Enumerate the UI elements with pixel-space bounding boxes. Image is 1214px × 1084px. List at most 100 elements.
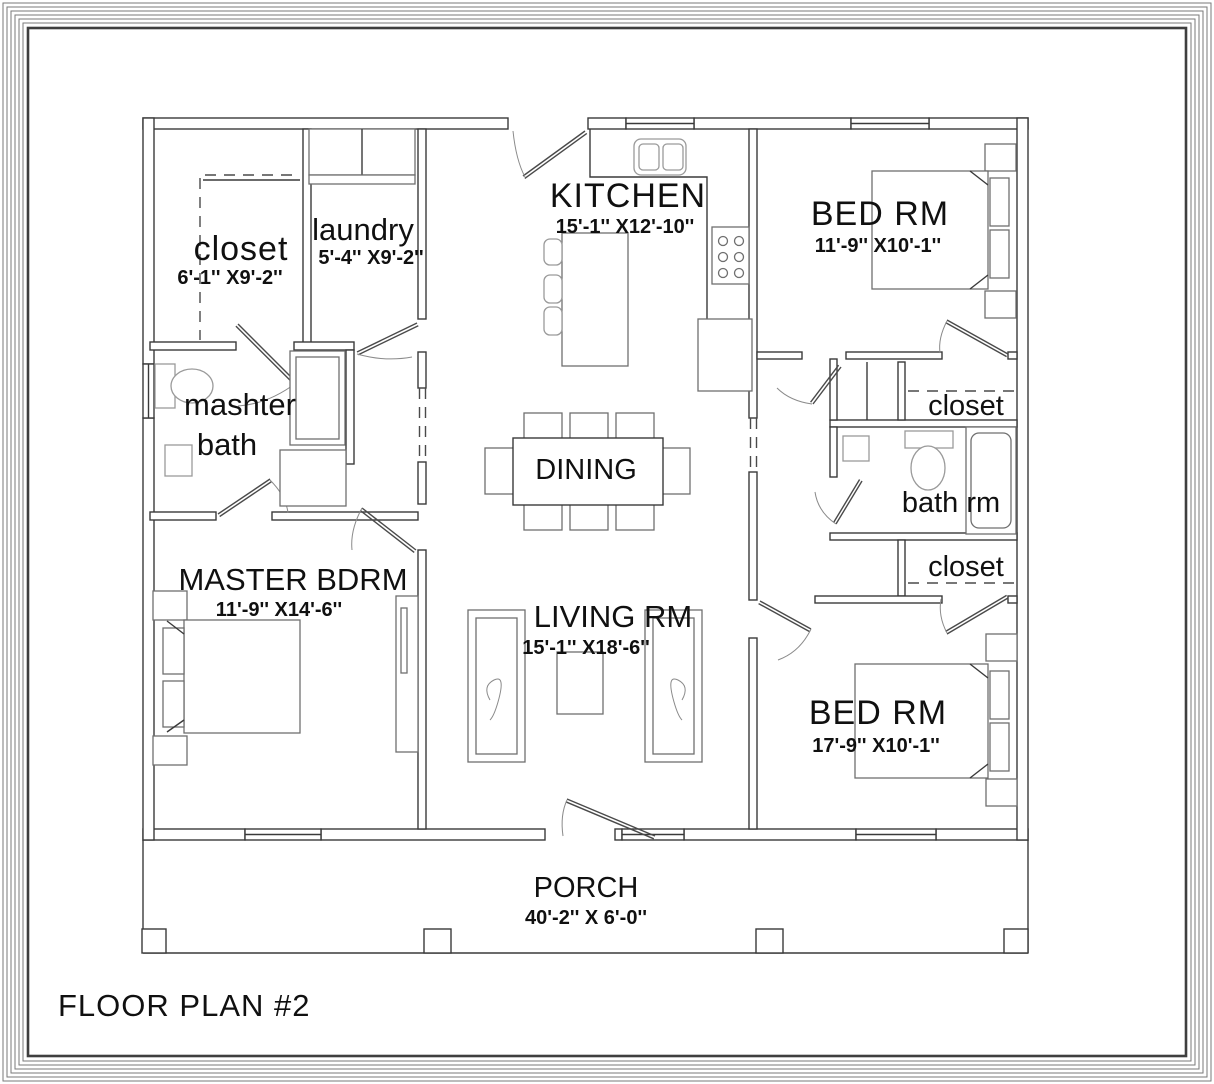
sink-icon — [842, 435, 870, 462]
porch-post — [755, 928, 784, 954]
window-icon — [855, 828, 937, 841]
laundry-dims: 5'-4'' X9'-2'' — [318, 247, 423, 269]
porch-post — [423, 928, 452, 954]
window-icon — [850, 117, 930, 130]
bath-rm-label: bath rm — [902, 487, 1000, 519]
chair-icon — [615, 502, 655, 531]
bath-rm-fixtures — [842, 426, 1017, 535]
bed-rm-bottom-label: BED RM — [809, 694, 947, 732]
nightstand-icon — [152, 590, 188, 621]
kitchen-dims: 15'-1'' X12'-10'' — [556, 216, 695, 238]
bed-icon — [871, 170, 989, 290]
stool-icon — [543, 306, 563, 336]
chair-icon — [484, 447, 516, 495]
bed-rm-bottom-dims: 17'-9'' X10'-1'' — [812, 735, 940, 757]
window-icon — [142, 363, 155, 419]
nightstand-icon — [152, 735, 188, 766]
kitchen-fixtures — [543, 129, 753, 392]
bed-icon — [183, 619, 301, 734]
bedroom2-furniture — [854, 633, 1018, 807]
bathtub-icon — [279, 449, 347, 507]
pillow-icon — [162, 680, 185, 728]
living-rm-label: LIVING RM — [534, 599, 692, 634]
chair-icon — [659, 447, 691, 495]
door-icon — [217, 478, 289, 518]
sheet-title: FLOOR PLAN #2 — [58, 988, 310, 1023]
pillow-icon — [989, 229, 1010, 279]
closet-right-bottom-label: closet — [928, 551, 1004, 583]
pillow-icon — [989, 722, 1010, 772]
refrigerator-icon — [697, 318, 753, 392]
door-icon — [512, 130, 588, 179]
chair-icon — [569, 502, 609, 531]
coffee-table — [556, 651, 604, 715]
porch-post — [141, 928, 167, 954]
exterior-walls — [142, 117, 1029, 841]
door-icon — [356, 322, 419, 360]
bed-rm-top-dims: 11'-9'' X10'-1'' — [815, 235, 941, 257]
stool-icon — [543, 238, 563, 266]
chair-icon — [615, 412, 655, 441]
porch-dims: 40'-2'' X 6'-0'' — [525, 907, 647, 929]
porch-label: PORCH — [534, 872, 639, 904]
window-icon — [625, 117, 695, 130]
nightstand-icon — [985, 778, 1018, 807]
master-bath-label-2: bath — [197, 427, 257, 462]
pillow-icon — [989, 670, 1010, 720]
porch-structure — [141, 840, 1029, 954]
chair-icon — [569, 412, 609, 441]
bed-rm-top-label: BED RM — [811, 195, 949, 233]
chair-icon — [523, 502, 563, 531]
chair-icon — [523, 412, 563, 441]
door-icon — [561, 798, 656, 840]
kitchen-island — [561, 232, 629, 367]
nightstand-icon — [984, 290, 1017, 319]
kitchen-sink-icon — [633, 138, 687, 176]
stove-icon — [711, 226, 750, 285]
sofa-icon — [467, 609, 526, 763]
interior-walls — [149, 128, 1018, 830]
nightstand-icon — [984, 143, 1017, 172]
master-closet-door — [395, 595, 419, 753]
sofa-icon — [644, 609, 703, 763]
toilet-icon — [154, 363, 214, 409]
pillow-icon — [989, 177, 1010, 227]
door-icon — [351, 507, 417, 553]
doors — [217, 130, 1009, 840]
door-icon — [939, 594, 1009, 635]
bedroom1-furniture — [871, 143, 1017, 319]
door-icon — [939, 319, 1009, 358]
porch-post — [1003, 928, 1029, 954]
dining-label: DINING — [535, 454, 637, 486]
closet-left-label: closet — [194, 230, 289, 268]
window-icon — [244, 828, 322, 841]
living-furniture — [467, 609, 703, 763]
dashed-openings — [199, 174, 1014, 584]
laundry-label: laundry — [312, 212, 414, 247]
sink-icon — [164, 444, 193, 477]
kitchen-label: KITCHEN — [550, 177, 706, 215]
door-icon — [776, 364, 842, 405]
master-bed-group — [152, 590, 419, 766]
master-bdrm-label: MASTER BDRM — [178, 562, 407, 597]
laundry-appliances — [308, 128, 416, 185]
dining-set — [484, 412, 691, 531]
nightstand-icon — [985, 633, 1018, 662]
master-bath-fixtures — [154, 350, 347, 507]
closet-left-dims: 6'-1'' X9'-2'' — [177, 267, 282, 289]
pillow-icon — [162, 627, 185, 675]
bed-icon — [854, 663, 989, 779]
door-icon — [758, 600, 812, 661]
bathtub-icon — [965, 426, 1017, 535]
toilet-icon — [904, 430, 954, 491]
shower-icon — [289, 350, 346, 446]
living-rm-dims: 15'-1'' X18'-6'' — [522, 637, 650, 659]
door-icon — [814, 479, 863, 525]
closet-right-top-label: closet — [928, 390, 1004, 422]
dining-table — [512, 437, 664, 506]
master-bath-label-1: mashter — [184, 387, 296, 422]
room-labels: closet 6'-1'' X9'-2'' laundry 5'-4'' X9'… — [58, 177, 1004, 1023]
